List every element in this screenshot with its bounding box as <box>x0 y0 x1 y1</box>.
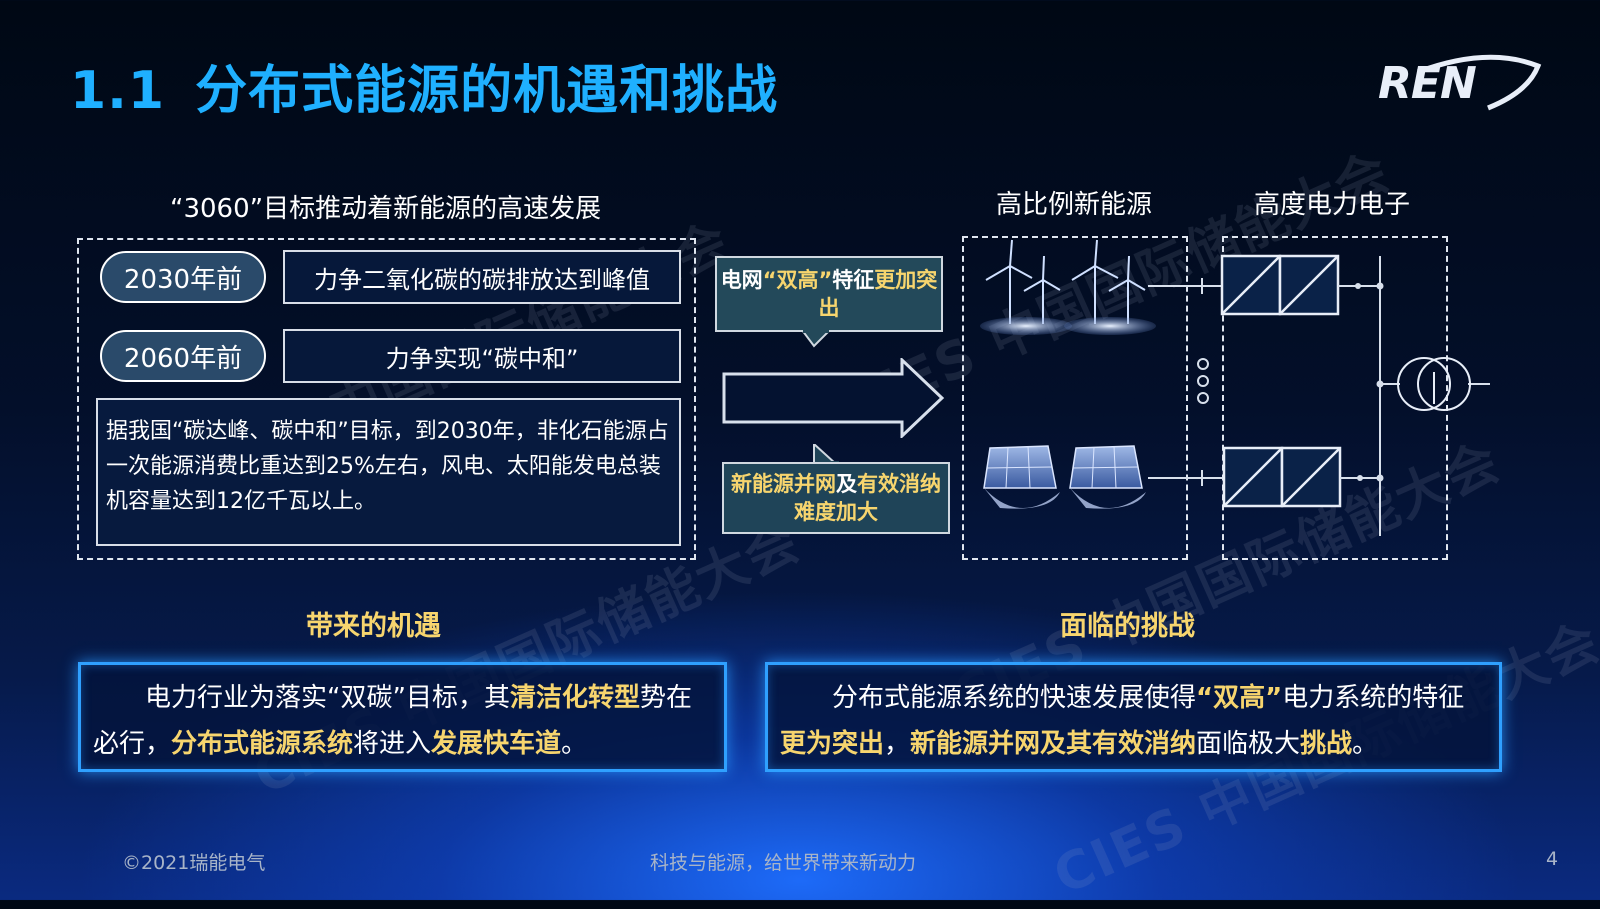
goal-text-2060: 力争实现“碳中和” <box>283 329 681 383</box>
transformer-icon <box>1397 357 1471 411</box>
callout-pointer-icon <box>813 444 839 464</box>
turbine-base-icon <box>980 317 1072 335</box>
challenge-box: 分布式能源系统的快速发展使得“双高”电力系统的特征更为突出，新能源并网及其有效消… <box>765 662 1502 772</box>
challenge-heading: 面临的挑战 <box>1060 611 1195 642</box>
goals-panel <box>77 238 696 560</box>
callout-pointer-icon <box>800 330 832 348</box>
goal-text-2030: 力争二氧化碳的碳排放达到峰值 <box>283 250 681 304</box>
converter-icon <box>1220 254 1340 316</box>
footer-slogan: 科技与能源，给世界带来新动力 <box>650 852 917 874</box>
converter-icon <box>1222 446 1342 508</box>
logo-swoosh-icon <box>1417 54 1542 111</box>
ellipsis-dots-icon <box>1197 358 1209 404</box>
goals-description: 据我国“碳达峰、碳中和”目标，到2030年，非化石能源占一次能源消费比重达到25… <box>96 398 681 546</box>
goal-year-2030: 2030年前 <box>100 251 266 303</box>
callout-grid-connection: 新能源并网及有效消纳难度加大 <box>722 462 950 534</box>
company-logo: REN <box>1378 52 1548 112</box>
solar-panel-icon <box>983 445 1060 509</box>
wind-turbine-icon <box>985 239 1061 324</box>
logo-text: REN <box>1378 58 1477 109</box>
page-number: 4 <box>1546 848 1559 870</box>
solar-panel-icon <box>1069 445 1146 509</box>
page-title: 1.1 分布式能源的机遇和挑战 <box>70 48 778 123</box>
turbine-base-icon <box>1064 317 1156 335</box>
title-text: 分布式能源的机遇和挑战 <box>195 61 779 121</box>
wind-turbine-icon <box>1071 239 1146 324</box>
goal-year-2060: 2060年前 <box>100 330 266 382</box>
renewables-panel <box>962 236 1188 560</box>
right-arrow-icon <box>722 358 945 438</box>
title-number: 1.1 <box>70 61 166 121</box>
footer-copyright: ©2021瑞能电气 <box>122 852 266 874</box>
power-system-diagram <box>980 239 1490 536</box>
opportunity-box: 电力行业为落实“双碳”目标，其清洁化转型势在必行，分布式能源系统将进入发展快车道… <box>78 662 727 772</box>
opportunity-heading: 带来的机遇 <box>306 611 441 642</box>
diagram-header-renewables: 高比例新能源 <box>996 190 1153 220</box>
goals-heading: “3060”目标推动着新能源的高速发展 <box>170 194 602 224</box>
diagram-header-power-electronics: 高度电力电子 <box>1254 190 1411 220</box>
callout-double-high: 电网“双高”特征更加突出 <box>715 256 943 332</box>
